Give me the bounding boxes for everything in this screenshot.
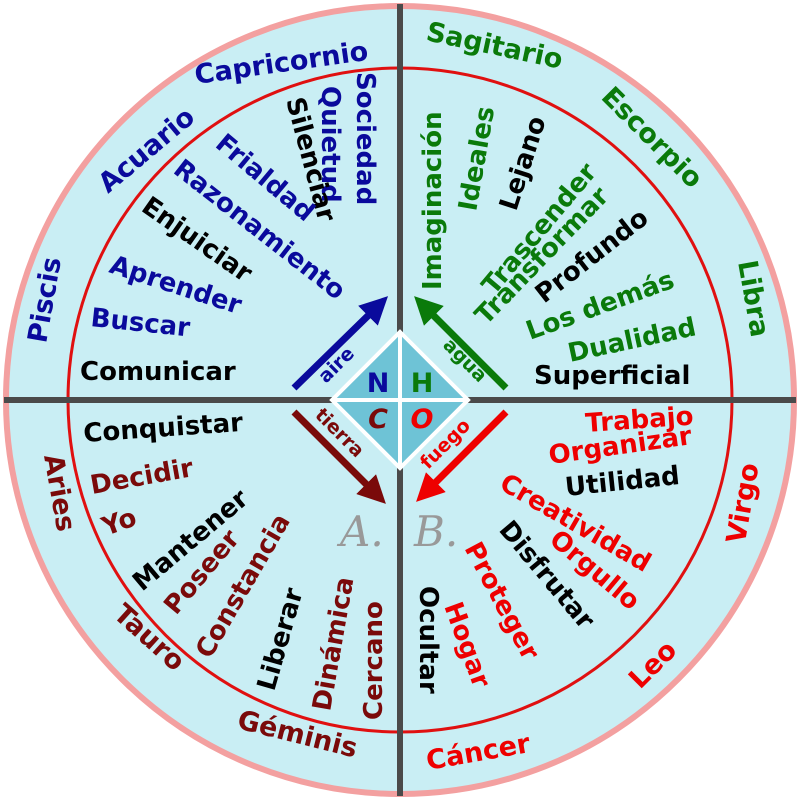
center-letter-o: O xyxy=(411,404,434,435)
center-letter-c: C xyxy=(368,404,388,435)
keyword-cercano: Cercano xyxy=(359,601,389,720)
initials-a: A. xyxy=(336,507,384,556)
center-letter-h: H xyxy=(411,368,434,399)
keyword-comunicar: Comunicar xyxy=(80,357,236,387)
center-letter-n: N xyxy=(367,368,390,399)
keyword-quietud: Quietud xyxy=(315,86,345,203)
arrow-tierra xyxy=(291,409,386,504)
arrow-fuego xyxy=(416,409,509,502)
arrow-aire xyxy=(291,296,389,391)
keyword-ocultar: Ocultar xyxy=(413,586,443,694)
keywords-fuego: Trabajo Organizar Utilidad Creatividad O… xyxy=(413,402,694,694)
keyword-sociedad: Sociedad xyxy=(350,72,380,205)
keyword-imaginacion: Imaginación xyxy=(418,111,448,290)
initials-b: B. xyxy=(413,507,458,556)
keyword-superficial: Superficial xyxy=(534,361,690,391)
arrow-agua xyxy=(414,296,509,391)
